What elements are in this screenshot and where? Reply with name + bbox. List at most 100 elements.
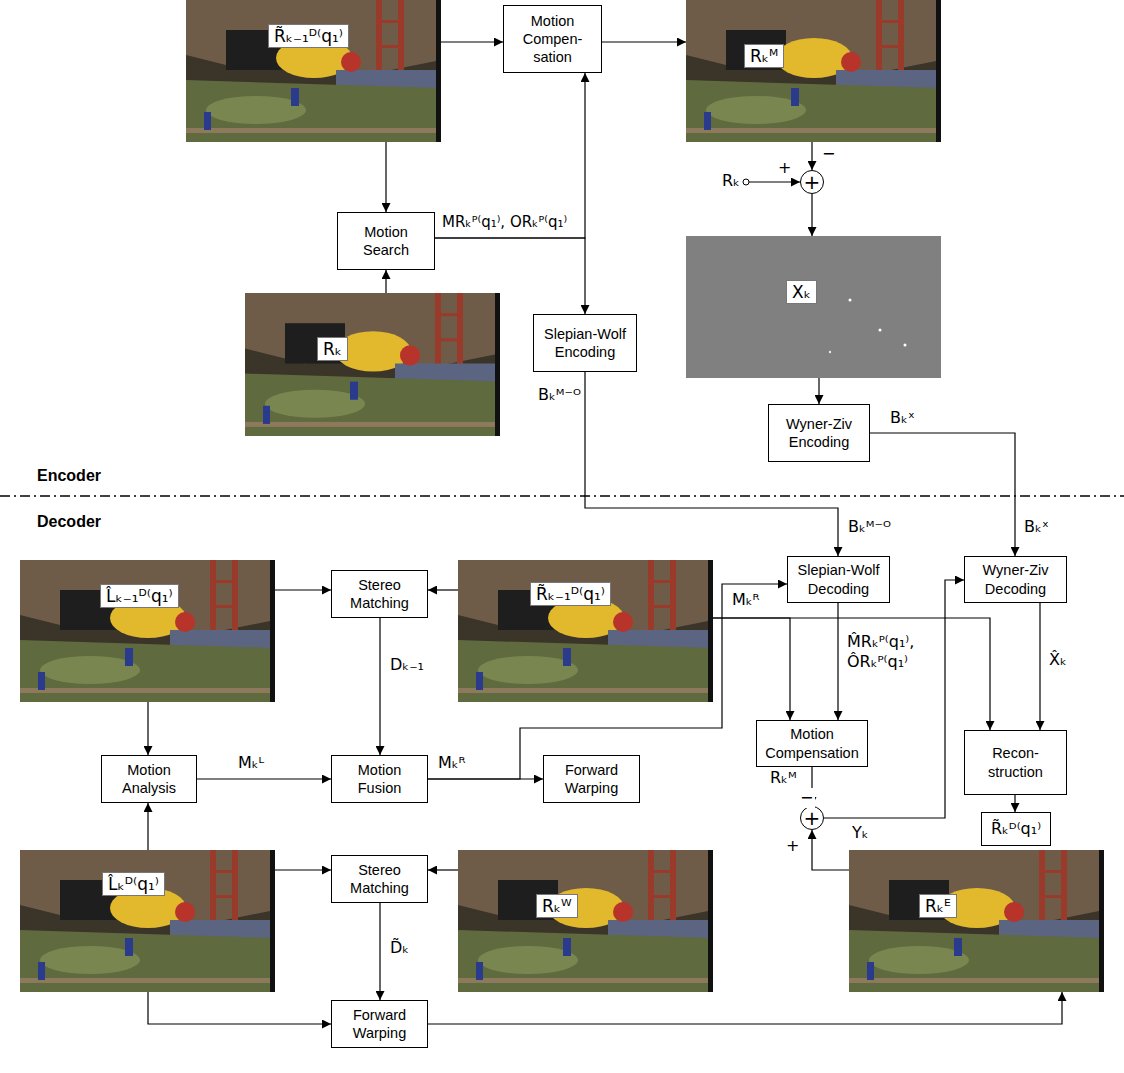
residual-speck (829, 351, 831, 353)
process-box: Slepian-Wolf Encoding (533, 314, 637, 372)
connector-arrow (811, 142, 812, 170)
connector-arrow (585, 372, 838, 556)
box-label: + (804, 172, 821, 192)
connector-arrow (818, 378, 819, 404)
signal-label: Rₖ (720, 171, 742, 191)
video-frame: L̂ₖᴰ⁽q₁⁾ (20, 850, 275, 992)
frame-label: Xₖ (786, 280, 817, 304)
connector-arrow (428, 869, 458, 870)
box-label: Motion Compensation (760, 725, 864, 761)
connector-arrow (385, 270, 386, 293)
box-label: Motion Analysis (105, 761, 193, 797)
connector-arrow (1014, 795, 1015, 812)
connector-arrow (428, 992, 1062, 1024)
connector-arrow (713, 618, 790, 720)
edge-label: M̂Rₖᴾ⁽q₁⁾, ÔRₖᴾ⁽q₁⁾ (845, 632, 944, 672)
video-frame: L̂ₖ₋₁ᴰ⁽q₁⁾ (20, 560, 275, 702)
input-terminal (743, 179, 749, 185)
connector-arrow (197, 778, 331, 779)
box-label: Motion Search (341, 223, 431, 259)
video-frame-image (245, 293, 500, 436)
box-label: Wyner-Ziv Encoding (772, 415, 866, 451)
process-box: Motion Compen- sation (503, 5, 602, 73)
residual-speck (904, 344, 907, 347)
edge-label: Mₖᴿ (730, 590, 762, 610)
box-label: R̃ₖᴰ⁽q₁⁾ (991, 819, 1041, 838)
box-label: Slepian-Wolf Encoding (537, 325, 633, 361)
video-frame: Rₖᴱ (849, 850, 1104, 992)
video-frame-image (458, 850, 713, 992)
edge-label: Dₖ₋₁ (388, 655, 426, 675)
video-frame: Rₖᴹ (686, 0, 941, 142)
box-label: Stereo Matching (335, 861, 424, 897)
frame-label: R̃ₖ₋₁ᴰ⁽q₁⁾ (268, 24, 349, 48)
process-box: Motion Analysis (101, 755, 197, 803)
signal-label: − (798, 788, 815, 808)
process-box: Stereo Matching (331, 855, 428, 903)
connector-arrow (147, 702, 148, 755)
connector-arrow (379, 903, 380, 1000)
video-frame: Rₖ (245, 293, 500, 436)
edge-label: Mₖᴿ (436, 753, 468, 773)
video-frame-image (20, 560, 275, 702)
connector-arrow (441, 41, 503, 42)
video-frame: R̃ₖ₋₁ᴰ⁽q₁⁾ (186, 0, 441, 142)
video-frame: R̃ₖ₋₁ᴰ⁽q₁⁾ (458, 560, 713, 702)
connector-arrow (379, 618, 380, 755)
process-box: Motion Fusion (331, 755, 428, 803)
box-label: Slepian-Wolf Decoding (791, 561, 886, 597)
process-box: Forward Warping (543, 755, 640, 803)
connector-arrow (824, 580, 964, 818)
section-heading: Encoder (35, 466, 103, 486)
edge-label: Mₖᴸ (236, 753, 266, 773)
frame-label: L̂ₖ₋₁ᴰ⁽q₁⁾ (100, 584, 179, 608)
sum-junction: + (800, 170, 824, 194)
process-box: Wyner-Ziv Encoding (768, 404, 870, 462)
input-wire (749, 181, 800, 182)
edge-label: Rₖᴹ (768, 768, 799, 788)
connector-arrow (147, 803, 148, 850)
connector-arrow (812, 830, 849, 870)
connector-arrow (275, 589, 331, 590)
process-box: Motion Search (337, 212, 435, 270)
video-frame: Rₖᵂ (458, 850, 713, 992)
process-box: Stereo Matching (331, 570, 428, 618)
frame-label: Rₖᴱ (919, 894, 957, 918)
connector-arrow (435, 73, 585, 238)
box-label: Stereo Matching (335, 576, 424, 612)
frame-label: L̂ₖᴰ⁽q₁⁾ (102, 872, 165, 896)
signal-label: − (820, 144, 837, 164)
edge-label: Bₖˣ (888, 408, 917, 428)
frame-label: Rₖᴹ (744, 44, 784, 68)
connector-arrow (428, 584, 787, 779)
connector-arrow (870, 433, 1015, 556)
residual-frame-image (686, 236, 941, 378)
connector-arrow (148, 992, 331, 1024)
edge-label: D̃ₖ (388, 938, 411, 958)
box-label: Forward Warping (547, 761, 636, 797)
process-box: Forward Warping (331, 1000, 428, 1048)
edge-label: Yₖ (850, 823, 871, 843)
box-label: Motion Compen- sation (507, 12, 598, 66)
box-label: + (804, 808, 821, 828)
signal-label: Bₖᴹ⁻ᴼ (846, 517, 893, 537)
box-label: Forward Warping (335, 1006, 424, 1042)
box-label: Motion Fusion (335, 761, 424, 797)
box-label: Wyner-Ziv Decoding (968, 561, 1063, 597)
connector-arrow (275, 869, 331, 870)
signal-label: Bₖˣ (1022, 517, 1051, 537)
edge-label: X̂ₖ (1047, 650, 1069, 670)
residual-speck (849, 299, 852, 302)
frame-label: R̃ₖ₋₁ᴰ⁽q₁⁾ (530, 582, 611, 606)
edge-label: MRₖᴾ⁽q₁⁾, ORₖᴾ⁽q₁⁾ (440, 213, 569, 232)
sum-junction: + (800, 806, 824, 830)
process-box: Recon- struction (964, 730, 1067, 795)
signal-label: + (784, 836, 801, 856)
encoder-decoder-divider (0, 495, 1124, 496)
process-box: Motion Compensation (756, 720, 868, 767)
residual-speck (879, 329, 882, 332)
video-frame-image (20, 850, 275, 992)
connector-arrow (837, 603, 838, 720)
video-frame-image (849, 850, 1104, 992)
